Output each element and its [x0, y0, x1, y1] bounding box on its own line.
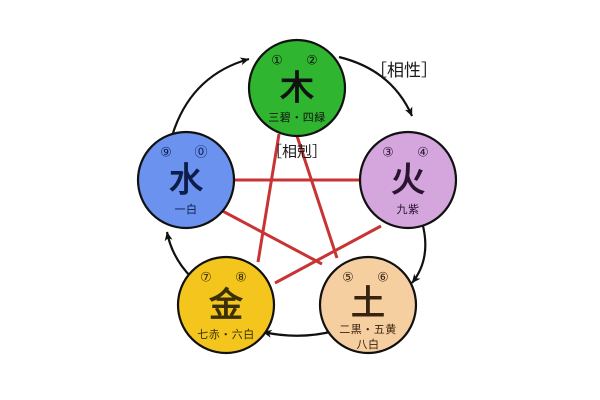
node-earth-sub-1: 二黒・五黄 [339, 322, 397, 336]
generating-arrow-metal-water [164, 231, 193, 279]
node-earth-glyph: 土 [351, 284, 385, 324]
node-earth-circle[interactable] [318, 255, 418, 355]
overcoming-line-wood-earth [295, 135, 339, 259]
node-water-index-left: ⑨ [160, 146, 172, 161]
node-water-glyph: 水 [169, 161, 204, 201]
node-metal-circle[interactable] [176, 255, 276, 355]
node-metal-index-right: ⑧ [235, 271, 247, 286]
node-fire-glyph: 火 [391, 161, 425, 201]
node-earth-index-left: ⑤ [342, 271, 354, 286]
node-metal-sub-1: 七赤・六白 [197, 327, 255, 341]
node-water[interactable]: ⑨ ⓪ 水 一白 [136, 130, 236, 230]
overcoming-line-earth-water [214, 205, 323, 266]
node-fire-sub-1: 九紫 [397, 203, 420, 216]
node-water-index-right: ⓪ [194, 146, 207, 161]
label-overcoming-cycle: ［相剋］ [267, 143, 327, 161]
generating-arrow-water-wood [171, 57, 250, 134]
node-metal-glyph: 金 [208, 286, 244, 326]
node-water-sub-1: 一白 [175, 202, 198, 216]
node-wood[interactable]: ① ② 木 三碧・四緑 [247, 38, 347, 138]
node-wood-index-right: ② [306, 54, 318, 69]
node-earth-index-right: ⑥ [377, 271, 389, 286]
node-wood-circle[interactable] [247, 38, 347, 138]
node-fire-circle[interactable] [358, 130, 458, 230]
node-fire-index-left: ③ [382, 146, 394, 161]
overcoming-cycle-group [214, 133, 382, 285]
node-wood-glyph: 木 [279, 69, 314, 109]
node-earth-sub-2: 八白 [357, 337, 380, 351]
node-wood-sub-1: 三碧・四緑 [268, 110, 326, 124]
node-metal[interactable]: ⑦ ⑧ 金 七赤・六白 [176, 255, 276, 355]
generating-arrow-wood-fire [338, 55, 414, 117]
generating-cycle-group [164, 55, 427, 338]
node-water-circle[interactable] [136, 130, 236, 230]
node-metal-index-left: ⑦ [200, 271, 212, 286]
label-generating-cycle: ［相性］ [370, 61, 438, 81]
node-fire-index-right: ④ [417, 146, 429, 161]
generating-arrow-fire-earth [411, 221, 427, 284]
node-earth[interactable]: ⑤ ⑥ 土 二黒・五黄 八白 [318, 255, 418, 355]
generating-arrow-earth-metal [262, 329, 335, 338]
overcoming-line-metal-wood [256, 133, 281, 263]
node-fire[interactable]: ③ ④ 火 九紫 [358, 130, 458, 230]
overcoming-line-fire-metal [274, 224, 382, 285]
node-wood-index-left: ① [271, 54, 283, 69]
